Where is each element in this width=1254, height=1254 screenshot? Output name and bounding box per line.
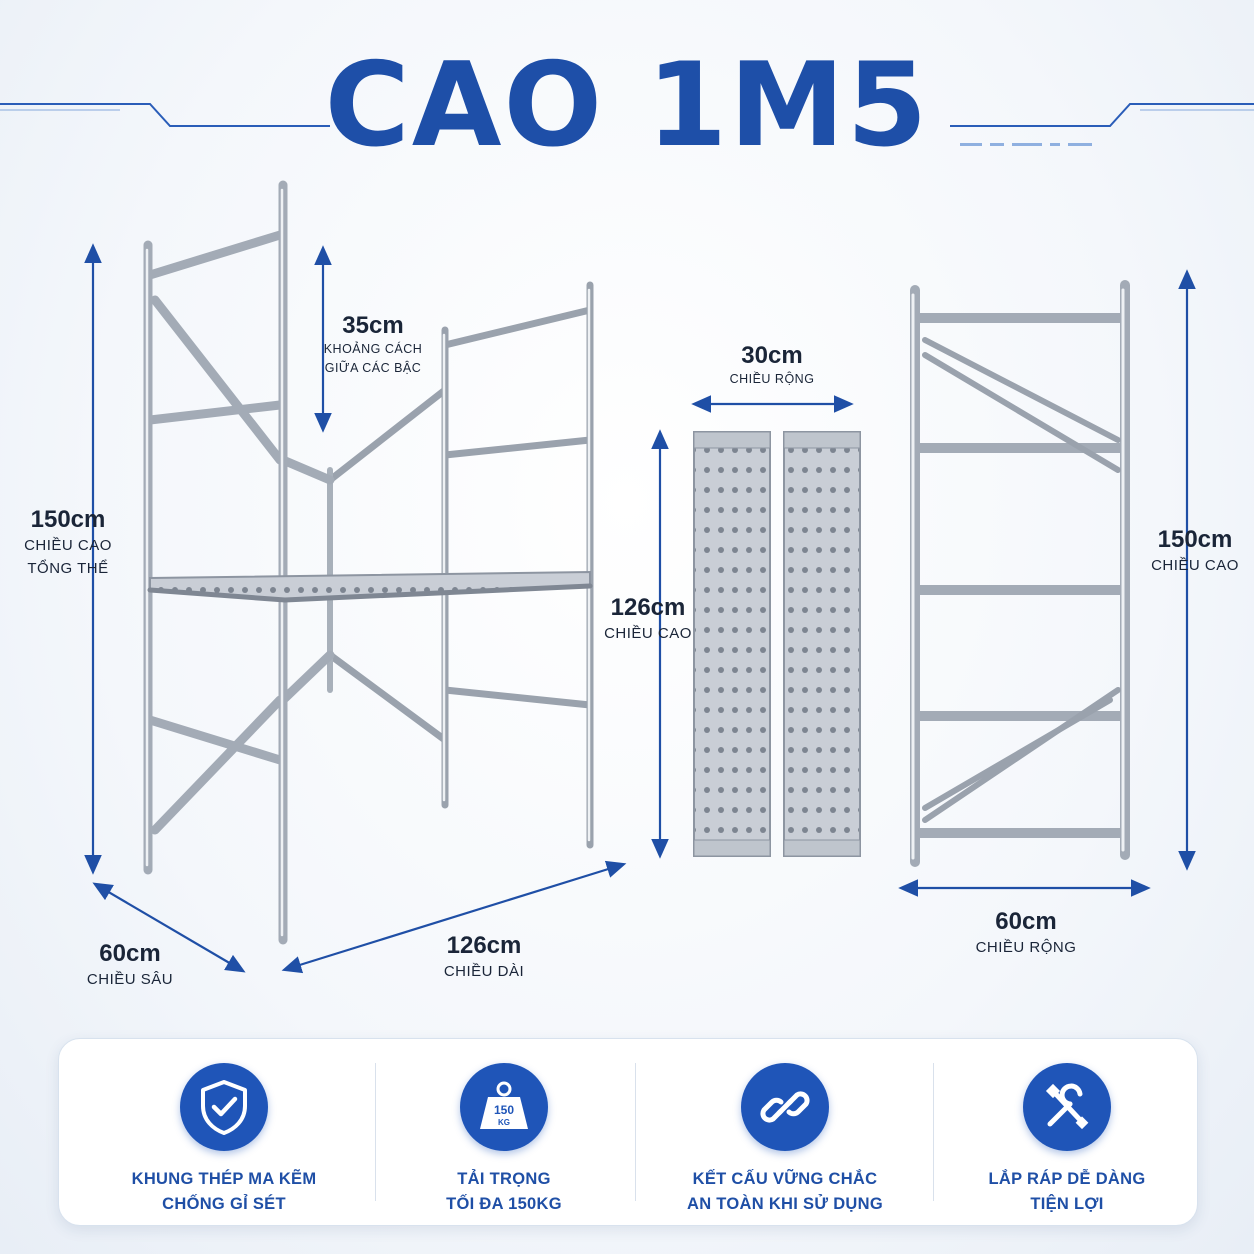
dimension-arrows xyxy=(84,243,1196,974)
wrench-screwdriver-icon xyxy=(1023,1063,1111,1151)
feature-item-assembly: LẮP RÁP DỄ DÀNG TIỆN LỢI xyxy=(947,1039,1187,1225)
features-panel: KHUNG THÉP MA KẼM CHỐNG GỈ SÉT 150 KG TẢ… xyxy=(58,1038,1198,1226)
assembled-scaffold xyxy=(143,180,594,945)
chain-link-icon xyxy=(741,1063,829,1151)
page-title: CAO 1M5 xyxy=(324,38,930,173)
frame-height-label: 150cm CHIỀU CAO xyxy=(1151,526,1239,574)
plank-width-label: 30cm CHIỀU RỘNG xyxy=(729,342,815,386)
weight-150kg-icon: 150 KG xyxy=(460,1063,548,1151)
feature-item-load: 150 KG TẢI TRỌNG TỐI ĐA 150KG xyxy=(389,1039,619,1225)
feature-item-galvanized: KHUNG THÉP MA KẼM CHỐNG GỈ SÉT xyxy=(89,1039,359,1225)
shield-check-icon xyxy=(180,1063,268,1151)
side-frame xyxy=(910,280,1130,867)
step-spacing-label: 35cm KHOẢNG CÁCH GIỮA CÁC BẬC xyxy=(323,312,423,375)
total-height-label: 150cm CHIỀU CAO TỔNG THỂ xyxy=(24,506,112,577)
divider xyxy=(375,1063,376,1201)
frame-width-label: 60cm CHIỀU RỘNG xyxy=(975,908,1077,956)
scaffold-illustration xyxy=(84,180,1196,974)
length-label: 126cm CHIỀU DÀI xyxy=(443,932,525,980)
weight-value: 150 xyxy=(494,1103,514,1117)
plank-height-label: 126cm CHIỀU CAO xyxy=(604,594,692,642)
divider xyxy=(933,1063,934,1201)
depth-label: 60cm CHIỀU SÂU xyxy=(86,940,174,988)
feature-item-sturdy: KẾT CẤU VỮNG CHẮC AN TOÀN KHI SỬ DỤNG xyxy=(651,1039,919,1225)
planks xyxy=(693,431,861,857)
divider xyxy=(635,1063,636,1201)
weight-unit: KG xyxy=(498,1118,510,1127)
header-decoration xyxy=(0,103,1254,146)
